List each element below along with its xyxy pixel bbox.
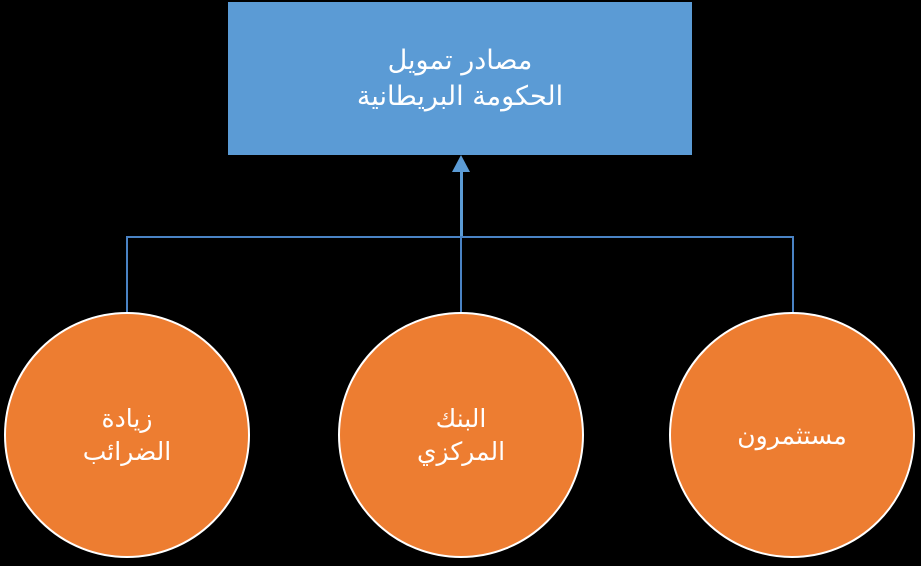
leaf-node-central-bank[interactable]: البنك المركزي — [338, 312, 584, 558]
root-node-funding-sources[interactable]: مصادر تمويل الحكومة البريطانية — [228, 2, 692, 155]
arrow-head-icon — [452, 155, 470, 172]
connector-leg-left — [126, 236, 128, 314]
leaf-node-label: زيادة الضرائب — [82, 404, 172, 466]
connector-leg-middle — [460, 236, 462, 314]
leaf-node-label: البنك المركزي — [416, 404, 506, 466]
arrow-stem — [460, 170, 463, 238]
leaf-node-label: مستثمرون — [737, 420, 847, 450]
leaf-node-investors[interactable]: مستثمرون — [669, 312, 915, 558]
connector-leg-right — [792, 236, 794, 314]
leaf-node-tax-increase[interactable]: زيادة الضرائب — [4, 312, 250, 558]
root-node-label: مصادر تمويل الحكومة البريطانية — [356, 45, 564, 112]
